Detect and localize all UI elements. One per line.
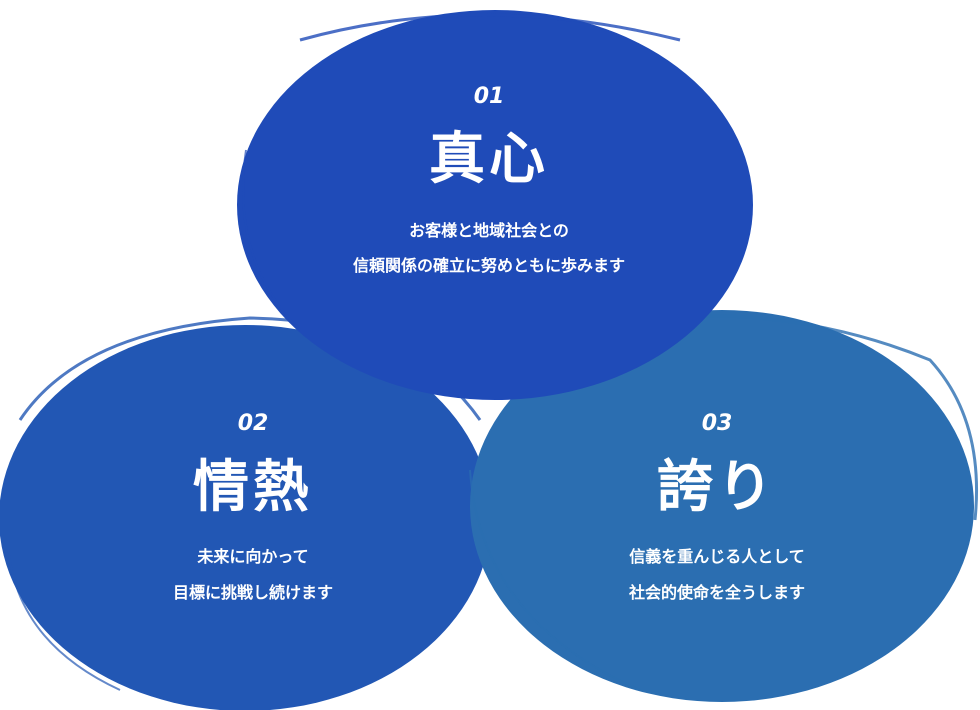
value-number-02: 02 <box>238 411 269 436</box>
value-desc-03-line1: 信義を重んじる人として <box>629 547 805 566</box>
value-desc-02-line2: 目標に挑戦し続けます <box>173 583 333 602</box>
value-desc-01-line2: 信頼関係の確立に努めともに歩みます <box>353 256 625 275</box>
value-circle-03: 03 誇り 信義を重んじる人として 社会的使命を全うします <box>469 310 979 702</box>
brush-stroke-01b <box>242 149 301 331</box>
value-circle-01: 01 真心 お客様と地域社会との 信頼関係の確立に努めともに歩みます <box>237 10 753 400</box>
value-title-03: 誇り <box>657 454 777 520</box>
brush-stroke-02b <box>7 539 121 691</box>
value-number-01: 01 <box>474 84 505 109</box>
value-title-02: 情熱 <box>193 454 313 520</box>
brush-ellipse-01 <box>237 10 753 400</box>
brush-ellipse-02 <box>0 325 491 710</box>
brush-ellipse-03 <box>470 310 974 702</box>
brush-stroke-01a <box>299 13 681 42</box>
value-title-01: 真心 <box>429 126 549 192</box>
value-number-03: 03 <box>702 411 733 436</box>
brush-stroke-03b <box>469 469 641 691</box>
value-circle-02: 02 情熱 未来に向かって 目標に挑戦し続けます <box>0 316 491 710</box>
value-desc-03-line2: 社会的使命を全うします <box>628 583 805 602</box>
value-desc-01-line1: お客様と地域社会との <box>409 221 569 240</box>
value-desc-02-line1: 未来に向かって <box>196 547 308 566</box>
